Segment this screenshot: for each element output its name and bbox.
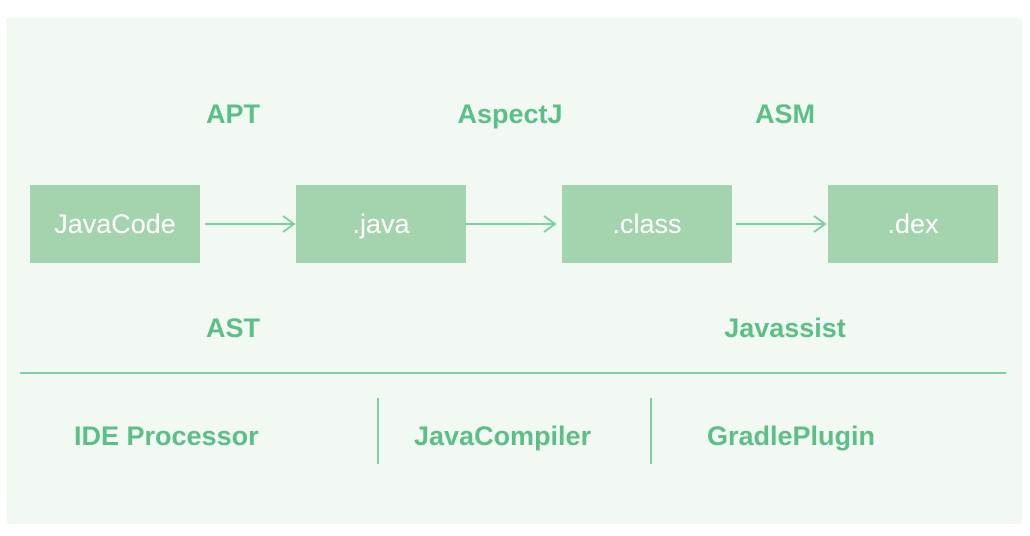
label-javassist: Javassist	[724, 313, 846, 343]
box-dex: .dex	[828, 185, 998, 263]
label-ast: AST	[206, 313, 260, 343]
arrow-right-icon	[205, 215, 296, 233]
tool-ide-processor: IDE Processor	[74, 421, 259, 451]
diagram-panel	[6, 18, 1022, 524]
box-javacode: JavaCode	[30, 185, 200, 263]
vertical-separator	[377, 398, 379, 464]
tool-gradleplugin: GradlePlugin	[707, 421, 876, 451]
vertical-separator	[650, 398, 652, 464]
label-asm: ASM	[755, 99, 815, 129]
horizontal-divider	[20, 372, 1006, 374]
arrow-right-icon	[736, 215, 827, 233]
tool-javacompiler: JavaCompiler	[414, 421, 592, 451]
box-java: .java	[296, 185, 466, 263]
label-aspectj: AspectJ	[457, 99, 563, 129]
label-apt: APT	[206, 99, 260, 129]
arrow-right-icon	[466, 215, 557, 233]
box-class: .class	[562, 185, 732, 263]
